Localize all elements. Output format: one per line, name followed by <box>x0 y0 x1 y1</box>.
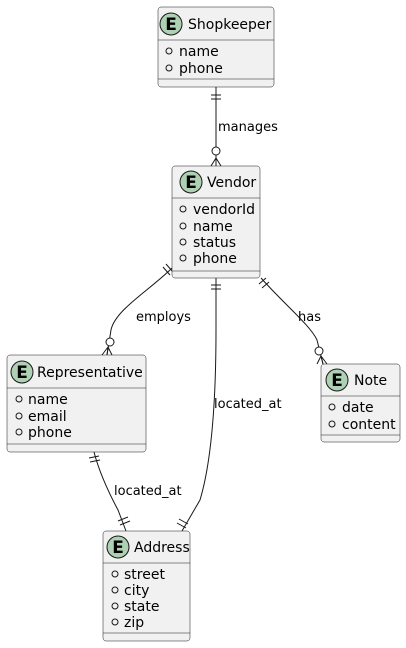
relationship-rep-located-at: located_at <box>88 451 182 532</box>
entity-title: Address <box>134 540 190 556</box>
entity-badge-icon <box>325 368 349 392</box>
entity-title: Shopkeeper <box>188 17 272 33</box>
entity-badge-icon <box>159 12 183 36</box>
entity-attribute: phone <box>28 425 72 441</box>
entity-attribute: street <box>124 567 165 583</box>
entity-title: Note <box>354 373 387 389</box>
entity-attribute: vendorId <box>193 202 255 218</box>
entity-badge-icon <box>106 535 130 559</box>
relationship-vendor-located-at: located_at <box>176 278 282 532</box>
relationship-label: located_at <box>114 484 182 499</box>
entity-attribute: name <box>179 44 219 60</box>
entity-attribute: phone <box>193 251 237 267</box>
entity-badge-icon <box>179 170 203 194</box>
relationship-has: has <box>258 277 328 365</box>
entity-shopkeeper[interactable]: E Shopkeeper name phone <box>157 6 275 88</box>
entity-attribute: email <box>28 409 67 425</box>
svg-text:E: E <box>165 15 177 35</box>
svg-text:E: E <box>185 173 197 193</box>
entity-attribute: content <box>342 417 396 433</box>
svg-text:E: E <box>331 371 343 391</box>
entity-note[interactable]: E Note date content <box>320 363 401 443</box>
entity-title: Vendor <box>207 175 256 191</box>
entity-address[interactable]: E Address street city state zip <box>102 530 191 642</box>
entity-attribute: phone <box>179 61 223 77</box>
entity-badge-icon <box>10 360 34 384</box>
entity-attribute: city <box>124 583 149 599</box>
entity-attribute: state <box>124 599 159 615</box>
entity-layer: E Shopkeeper name phone E Vendor vendorI… <box>6 6 401 642</box>
entity-vendor[interactable]: E Vendor vendorId name status phone <box>171 165 261 279</box>
relationship-employs: employs <box>101 263 191 356</box>
relationship-layer: manages employs has located_at <box>88 87 328 532</box>
entity-title: Representative <box>37 365 143 381</box>
entity-attribute: name <box>28 392 68 408</box>
entity-attribute: status <box>193 235 236 251</box>
relationship-manages: manages <box>210 87 278 167</box>
relationship-label: located_at <box>214 397 282 412</box>
entity-attribute: zip <box>124 615 144 631</box>
svg-text:E: E <box>112 538 124 558</box>
relationship-label: has <box>298 310 321 325</box>
svg-text:E: E <box>16 363 28 383</box>
entity-representative[interactable]: E Representative name email phone <box>6 354 147 453</box>
relationship-label: employs <box>136 310 191 325</box>
relationship-label: manages <box>218 120 278 135</box>
entity-attribute: name <box>193 219 233 235</box>
entity-attribute: date <box>342 400 374 416</box>
